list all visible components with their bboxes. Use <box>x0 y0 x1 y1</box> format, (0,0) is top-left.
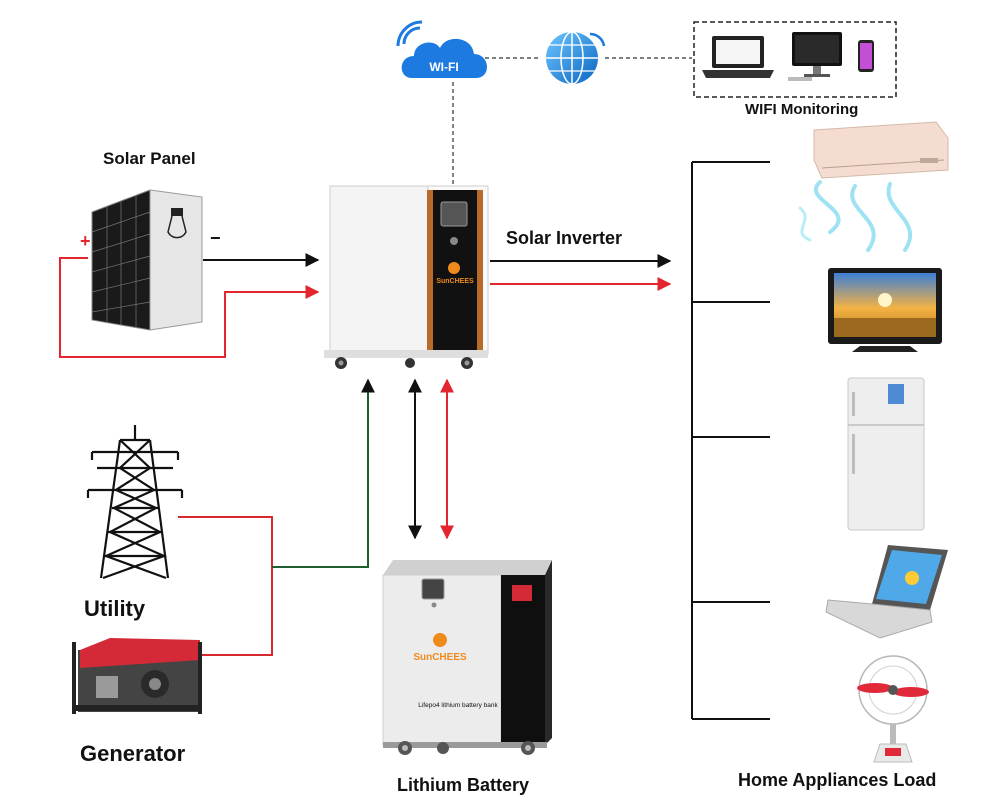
solar-inverter-icon: SunCHEES <box>324 185 489 369</box>
solar-panel-label: Solar Panel <box>103 149 196 168</box>
utility-label: Utility <box>84 596 146 621</box>
home-appliances-load-label: Home Appliances Load <box>738 770 937 790</box>
laptop-icon <box>825 545 948 639</box>
solar-panel-icon <box>91 189 203 331</box>
wifi-monitoring-label: WIFI Monitoring <box>745 101 859 118</box>
battery-brand-text: SunCHEES <box>413 652 467 663</box>
wifi-monitoring-box <box>693 21 897 98</box>
lithium-battery-icon: SunCHEES Lifepo4 lithium battery bank <box>382 560 552 755</box>
smartphone-icon <box>858 40 874 72</box>
utility-tower-icon <box>86 425 184 580</box>
wifi-badge-text: WI-FI <box>429 60 458 74</box>
lithium-battery-label: Lithium Battery <box>397 775 530 795</box>
generator-icon <box>72 638 202 714</box>
television-icon <box>828 268 942 352</box>
refrigerator-icon <box>847 377 925 531</box>
battery-wheel-icons <box>398 741 535 755</box>
solar-inverter-label: Solar Inverter <box>506 228 623 248</box>
air-conditioner-icon <box>798 121 949 252</box>
inverter-brand-text: SunCHEES <box>436 278 474 285</box>
solar-positive-wire <box>59 257 320 358</box>
electric-fan-icon <box>857 655 929 763</box>
desktop-monitor-icon <box>788 32 842 81</box>
wiring <box>59 57 770 720</box>
wifi-cloud-icon: WI-FI <box>396 20 488 78</box>
globe-icon <box>546 31 606 85</box>
generator-label: Generator <box>80 741 186 766</box>
laptop-monitor-icon <box>702 36 774 78</box>
positive-terminal-label: + <box>80 231 91 251</box>
battery-caption-text: Lifepo4 lithium battery bank <box>418 702 498 709</box>
utility-wire <box>178 516 273 656</box>
negative-terminal-label: − <box>210 228 221 248</box>
grid-feed-wire <box>272 378 375 568</box>
inverter-wheel-icons <box>335 357 473 369</box>
